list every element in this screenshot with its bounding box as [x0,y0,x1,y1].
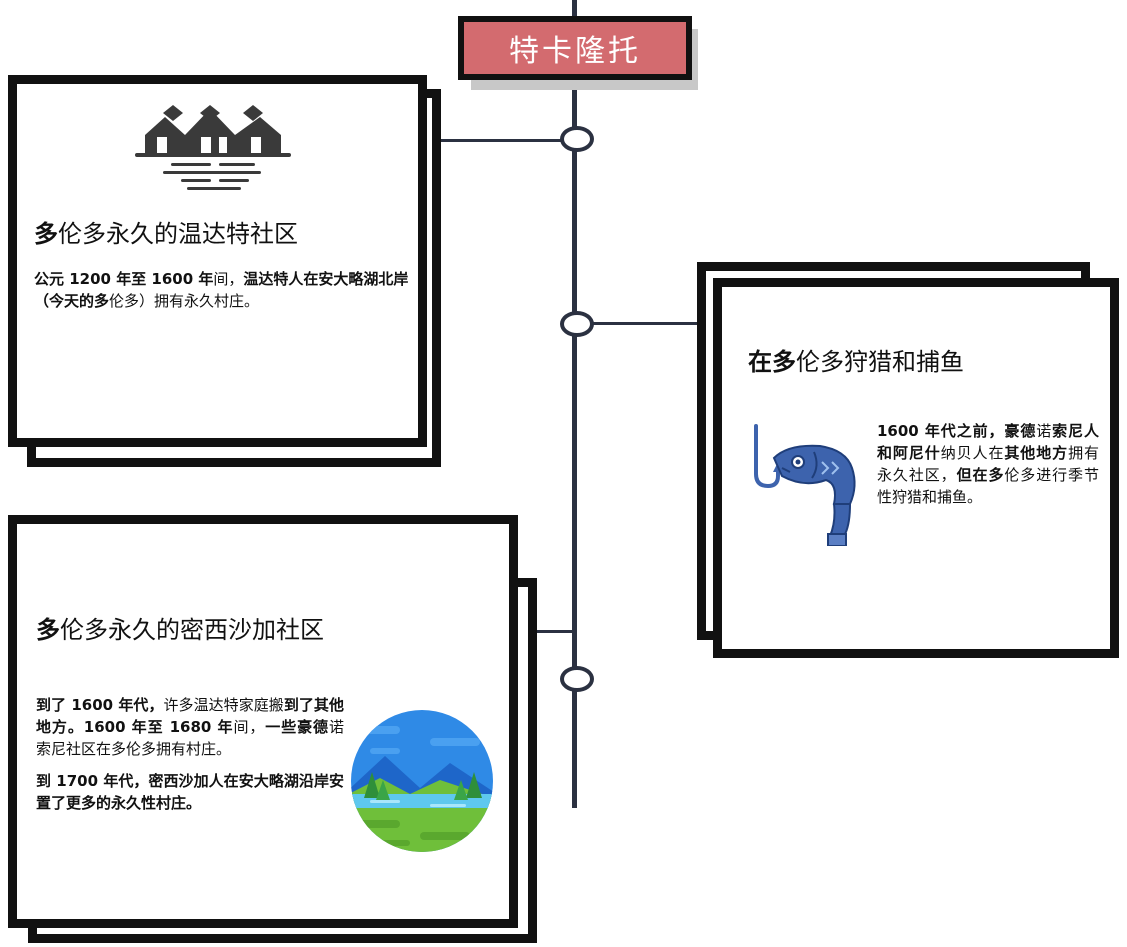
event-2-text-part: 但在多 [956,466,1005,484]
event-3-text-part: 到了其他地方。1600 年至 1680 年 [36,696,344,736]
village-icon [135,105,291,190]
event-2-text-part: 其他地方 [1004,444,1069,462]
event-3-paragraph-1: 到了 1600 年代，许多温达特家庭搬到了其他地方。1600 年至 1680 年… [36,694,344,760]
event-1-text-part: 伦多）拥有永久村庄。 [109,292,260,310]
event-1-text-part: 温达特人在安大略湖北岸（今天的多 [34,270,409,310]
event-3-text-part: 一些豪德 [265,718,329,736]
event-3-title: 多伦多永久的密西沙加社区 [36,616,324,644]
event-2-description: 1600 年代之前，豪德诺索尼人和阿尼什纳贝人在其他地方拥有永久社区，但在多伦多… [877,420,1099,508]
event-3-text-part: 到 1700 年代，密西沙加人在安大略湖沿岸安置了更多的永久性村庄。 [36,772,344,812]
timeline-node-2 [560,311,594,337]
event-3-description: 到了 1600 年代，许多温达特家庭搬到了其他地方。1600 年至 1680 年… [36,694,344,814]
timeline-spine [572,0,577,808]
event-3-text-part: 到了 1600 年代， [36,696,164,714]
event-1-text-part: 公元 1200 年至 1600 年 [34,270,214,288]
connector-line-1 [426,139,576,142]
timeline-title-text: 特卡隆托 [509,34,641,69]
event-2-text-part: 拥有永久社区， [877,444,1099,484]
event-1-description: 公元 1200 年至 1600 年间，温达特人在安大略湖北岸（今天的多伦多）拥有… [34,268,414,312]
fishing-hook-fish-icon [754,424,856,546]
event-3-text-part: 间， [233,718,266,736]
event-3-text-part: 许多温达特家庭搬 [163,696,284,714]
event-2-text-part: 伦多进行季节性狩猎和捕鱼。 [877,466,1099,506]
event-3-paragraph-2: 到 1700 年代，密西沙加人在安大略湖沿岸安置了更多的永久性村庄。 [36,770,344,814]
lake-landscape-icon [351,710,493,852]
timeline-node-1 [560,126,594,152]
event-1-text-part: 间， [213,270,244,288]
event-3-text-part: 诺索尼社区在多伦多拥有村庄。 [36,718,344,758]
connector-line-2 [575,322,725,325]
event-2-text-part: 1600 年代之前，豪德 [877,422,1037,440]
timeline-node-3 [560,666,594,692]
event-1-title: 多伦多永久的温达特社区 [34,220,298,248]
event-2-title: 在多伦多狩猎和捕鱼 [748,348,964,376]
event-2-text-part: 纳贝人在 [940,444,1005,462]
event-2-text-part: 索尼人和阿尼什 [877,422,1099,462]
event-2-text-part: 诺 [1036,422,1053,440]
timeline-title: 特卡隆托 [458,16,692,80]
